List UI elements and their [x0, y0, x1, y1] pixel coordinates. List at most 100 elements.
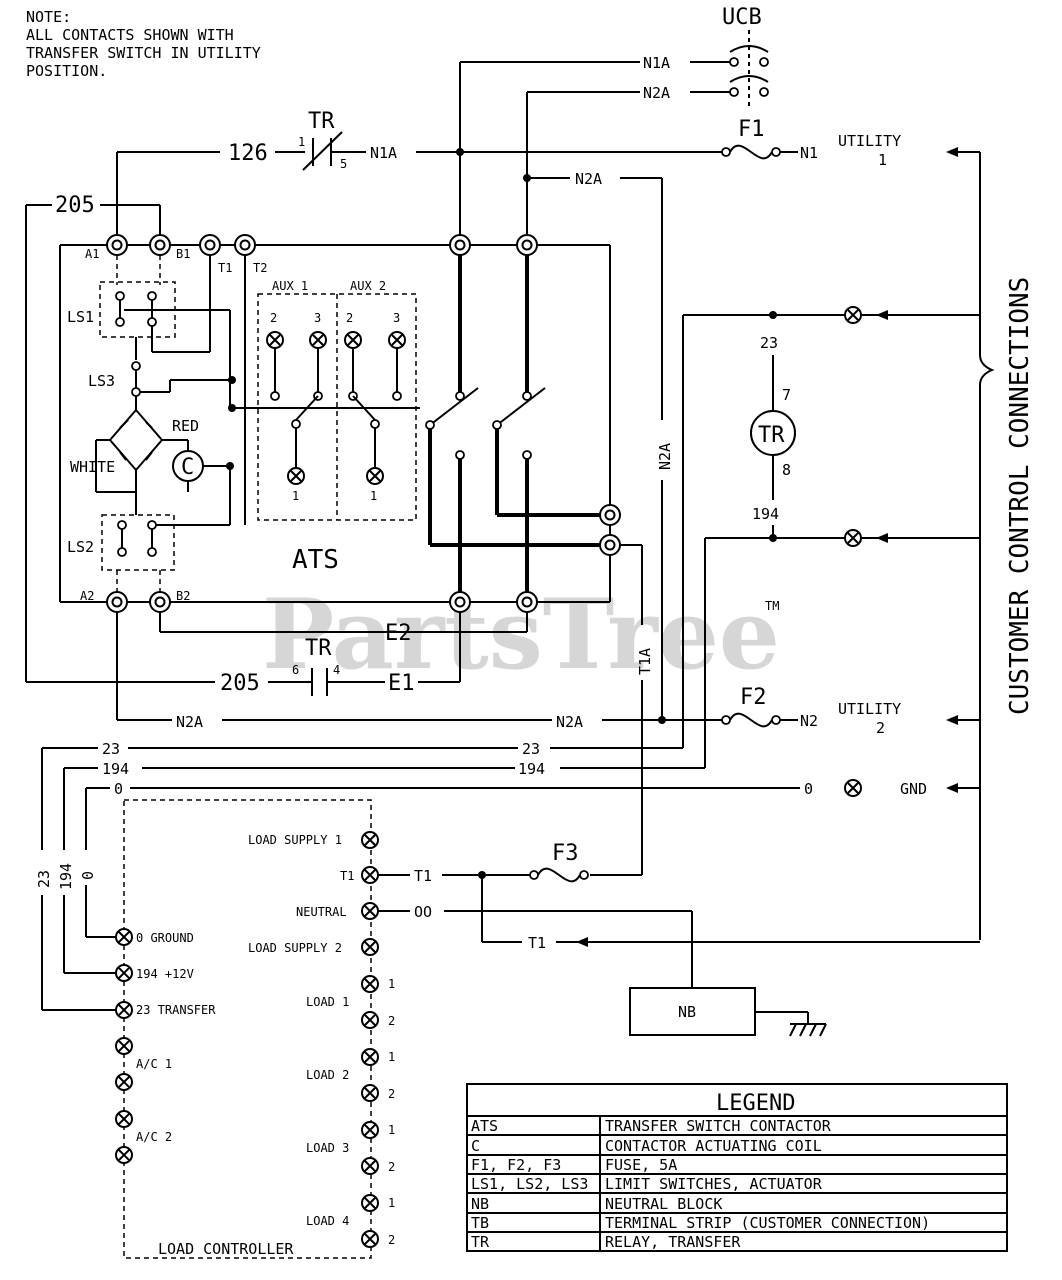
- svg-text:T2: T2: [253, 261, 267, 275]
- svg-text:NOTE:: NOTE:: [26, 8, 71, 26]
- svg-text:23 TRANSFER: 23 TRANSFER: [136, 1003, 216, 1017]
- svg-text:T1: T1: [414, 867, 432, 885]
- svg-text:LOAD 1: LOAD 1: [306, 995, 349, 1009]
- svg-text:B1: B1: [176, 247, 190, 261]
- svg-text:TR: TR: [305, 636, 332, 661]
- svg-text:E2: E2: [385, 621, 412, 646]
- svg-text:A2: A2: [80, 589, 94, 603]
- customer-connections: CUSTOMER CONTROL CONNECTIONS: [979, 152, 1035, 940]
- svg-text:7: 7: [782, 386, 791, 404]
- svg-text:N1A: N1A: [370, 144, 397, 162]
- svg-text:A/C 2: A/C 2: [136, 1130, 172, 1144]
- svg-text:GND: GND: [900, 780, 927, 798]
- svg-text:RELAY, TRANSFER: RELAY, TRANSFER: [605, 1233, 741, 1251]
- svg-text:B2: B2: [176, 589, 190, 603]
- svg-text:T1: T1: [528, 934, 546, 952]
- svg-text:NEUTRAL BLOCK: NEUTRAL BLOCK: [605, 1195, 722, 1213]
- svg-text:1: 1: [388, 1123, 395, 1137]
- svg-text:T1: T1: [218, 261, 232, 275]
- svg-text:126: 126: [228, 141, 268, 166]
- svg-text:0: 0: [804, 780, 813, 798]
- svg-text:AUX 1: AUX 1: [272, 279, 308, 293]
- svg-text:RED: RED: [172, 417, 199, 435]
- svg-text:LOAD CONTROLLER: LOAD CONTROLLER: [158, 1240, 294, 1258]
- svg-text:2: 2: [876, 719, 885, 737]
- svg-text:LS3: LS3: [88, 372, 115, 390]
- ats-box: A1 B1 T1 T2 A2 B2 ATS LS1 LS3: [59, 234, 621, 613]
- svg-text:CUSTOMER CONTROL CONNECTIONS: CUSTOMER CONTROL CONNECTIONS: [1005, 277, 1035, 715]
- svg-text:0: 0: [114, 780, 123, 798]
- svg-text:UTILITY: UTILITY: [838, 132, 901, 150]
- svg-text:TR: TR: [758, 423, 785, 448]
- svg-text:TRANSFER SWITCH CONTACTOR: TRANSFER SWITCH CONTACTOR: [605, 1117, 832, 1135]
- svg-text:A1: A1: [85, 247, 99, 261]
- svg-text:F1: F1: [738, 117, 765, 142]
- ucb-breaker: UCB N1A N2A: [459, 5, 769, 250]
- svg-text:LIMIT SWITCHES, ACTUATOR: LIMIT SWITCHES, ACTUATOR: [605, 1175, 823, 1193]
- note: NOTE: ALL CONTACTS SHOWN WITH TRANSFER S…: [26, 8, 261, 80]
- svg-text:N2A: N2A: [176, 713, 203, 731]
- svg-text:TR: TR: [308, 109, 335, 134]
- wire-205: 205 205 TR 6 4 E1: [25, 193, 461, 696]
- svg-text:1: 1: [388, 1196, 395, 1210]
- svg-text:23: 23: [102, 740, 120, 758]
- svg-text:WHITE: WHITE: [70, 458, 115, 476]
- svg-text:2: 2: [388, 1014, 395, 1028]
- svg-text:LOAD 3: LOAD 3: [306, 1141, 349, 1155]
- svg-text:1: 1: [298, 135, 305, 149]
- svg-text:LOAD 4: LOAD 4: [306, 1214, 349, 1228]
- svg-text:23: 23: [760, 334, 778, 352]
- svg-text:8: 8: [782, 461, 791, 479]
- svg-text:TB: TB: [471, 1214, 489, 1232]
- svg-text:0: 0: [79, 871, 97, 880]
- svg-text:TRANSFER SWITCH IN UTILITY: TRANSFER SWITCH IN UTILITY: [26, 44, 261, 62]
- svg-text:0 GROUND: 0 GROUND: [136, 931, 194, 945]
- load-controller: LOAD CONTROLLER LOAD SUPPLY 1 T1 NEUTRAL…: [115, 799, 395, 1259]
- n2a-branch: N2A N2A: [523, 170, 674, 720]
- svg-text:ALL CONTACTS SHOWN WITH: ALL CONTACTS SHOWN WITH: [26, 26, 234, 44]
- svg-text:4: 4: [333, 663, 340, 677]
- wire-t1a: T1A: [590, 544, 654, 876]
- svg-text:OO: OO: [414, 903, 432, 921]
- svg-text:T1A: T1A: [636, 648, 654, 675]
- svg-text:1: 1: [388, 977, 395, 991]
- svg-text:194: 194: [57, 863, 75, 890]
- svg-text:5: 5: [340, 157, 347, 171]
- svg-text:3: 3: [314, 311, 321, 325]
- legend: LEGEND ATS TRANSFER SWITCH CONTACTOR C C…: [466, 1083, 1008, 1252]
- svg-text:LS1: LS1: [67, 308, 94, 326]
- svg-text:2: 2: [388, 1160, 395, 1174]
- svg-text:205: 205: [220, 671, 260, 696]
- svg-text:NB: NB: [471, 1195, 489, 1213]
- svg-text:N2A: N2A: [643, 84, 670, 102]
- svg-text:LS2: LS2: [67, 538, 94, 556]
- svg-text:194: 194: [752, 505, 779, 523]
- utility2-line: N2A N2A F2 N2 UTILITY 2: [116, 612, 980, 737]
- svg-text:1: 1: [878, 151, 887, 169]
- svg-text:6: 6: [292, 663, 299, 677]
- svg-text:N2A: N2A: [575, 170, 602, 188]
- svg-text:3: 3: [393, 311, 400, 325]
- svg-text:1: 1: [388, 1050, 395, 1064]
- svg-text:194 +12V: 194 +12V: [136, 967, 194, 981]
- svg-text:TERMINAL STRIP (CUSTOMER CONNE: TERMINAL STRIP (CUSTOMER CONNECTION): [605, 1214, 930, 1232]
- svg-text:CONTACTOR ACTUATING COIL: CONTACTOR ACTUATING COIL: [605, 1137, 822, 1155]
- svg-text:LOAD 2: LOAD 2: [306, 1068, 349, 1082]
- svg-text:N2A: N2A: [556, 713, 583, 731]
- svg-text:F1, F2, F3: F1, F2, F3: [471, 1156, 561, 1174]
- svg-text:C: C: [471, 1137, 480, 1155]
- svg-text:1: 1: [370, 489, 377, 503]
- svg-text:LOAD SUPPLY 2: LOAD SUPPLY 2: [248, 941, 342, 955]
- tr-relay: 23 7 TR 8 194: [682, 306, 980, 768]
- svg-text:205: 205: [55, 193, 95, 218]
- svg-text:UCB: UCB: [722, 5, 762, 30]
- svg-text:194: 194: [518, 760, 545, 778]
- wire-e2: E2: [159, 612, 528, 646]
- svg-text:2: 2: [346, 311, 353, 325]
- svg-text:F3: F3: [552, 841, 579, 866]
- svg-text:2: 2: [270, 311, 277, 325]
- svg-text:ATS: ATS: [292, 545, 339, 575]
- svg-text:POSITION.: POSITION.: [26, 62, 107, 80]
- svg-text:FUSE, 5A: FUSE, 5A: [605, 1156, 677, 1174]
